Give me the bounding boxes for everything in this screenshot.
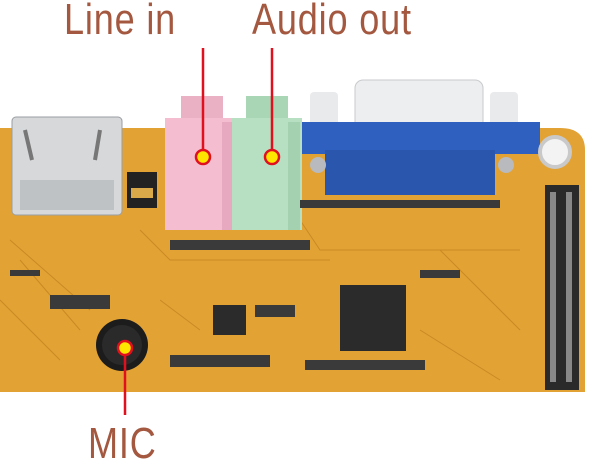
mic-label: MIC [88, 419, 157, 464]
line-in-label: Line in [64, 0, 177, 44]
vga-port [302, 122, 540, 154]
audio-out-pointer-dot [263, 148, 281, 166]
mic-pointer-dot [116, 339, 134, 357]
main-chip [340, 285, 406, 351]
line-in-pointer-dot [194, 148, 212, 166]
audio-out-label: Audio out [252, 0, 412, 44]
